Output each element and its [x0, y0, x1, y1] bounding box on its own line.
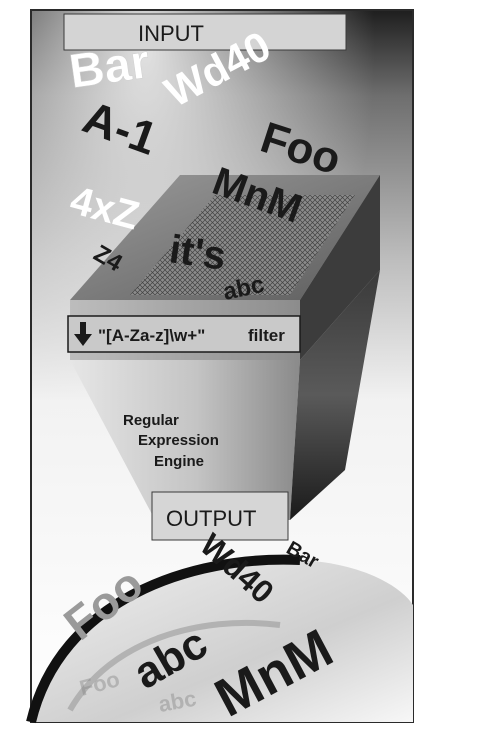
funnel-body	[70, 360, 300, 520]
engine-caption: Regular Expression Engine	[123, 412, 219, 470]
filter-expression: "[A-Za-z]\w+"	[98, 326, 205, 345]
down-arrow-icon	[74, 322, 92, 346]
input-label: INPUT	[138, 21, 204, 46]
engine-line-1: Regular	[123, 412, 179, 429]
output-label: OUTPUT	[166, 506, 256, 531]
filter-word: filter	[248, 326, 285, 345]
filter-mesh	[130, 195, 355, 295]
input-box: INPUT	[63, 13, 347, 51]
engine-line-2: Expression	[138, 432, 219, 449]
filter-box-side	[300, 175, 380, 360]
input-token: it's	[167, 227, 229, 278]
output-box: OUTPUT	[151, 491, 289, 541]
filter-label: "[A-Za-z]\w+" filter	[67, 315, 301, 353]
funnel-side	[290, 270, 380, 520]
input-token: Bar	[66, 35, 153, 99]
engine-line-3: Engine	[154, 453, 204, 470]
output-globe	[26, 554, 413, 724]
